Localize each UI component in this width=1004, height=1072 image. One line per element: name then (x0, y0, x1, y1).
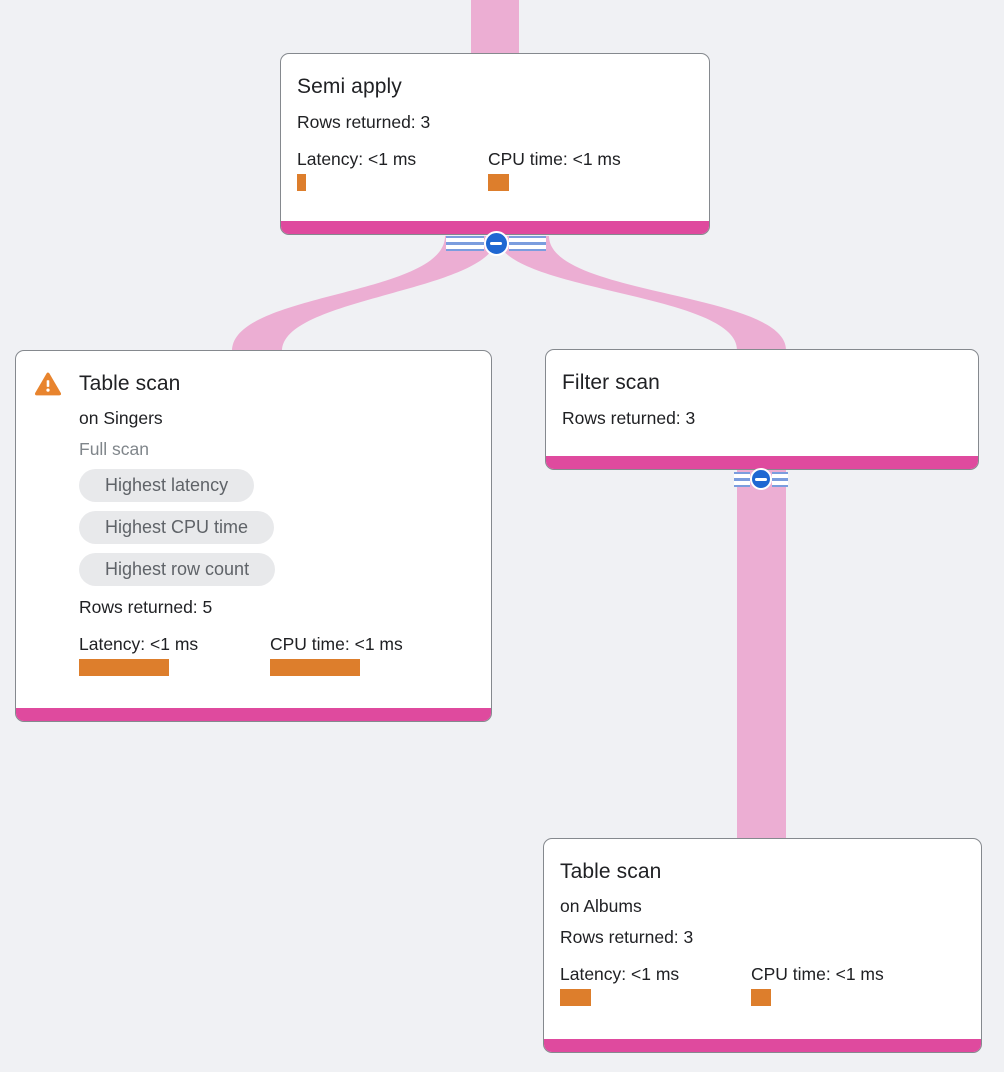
plan-node-table-scan-singers[interactable]: Table scan on Singers Full scan Highest … (15, 350, 492, 722)
node-title: Filter scan (562, 371, 660, 394)
warning-icon (35, 372, 61, 396)
collapse-semi-apply-button[interactable] (446, 230, 546, 256)
node-accent-bar (281, 221, 709, 234)
cpu-time-bar (270, 659, 360, 676)
badge-highest-latency: Highest latency (79, 469, 255, 502)
cpu-time-bar (488, 174, 509, 191)
collapse-handle-stripe (446, 235, 484, 251)
cpu-time-bar (751, 989, 771, 1006)
latency-bar (297, 174, 306, 191)
rows-returned: Rows returned: 3 (562, 408, 696, 428)
latency-label: Latency: <1 ms (297, 149, 417, 169)
plan-node-filter-scan[interactable]: Filter scan Rows returned: 3 (545, 349, 979, 470)
cpu-time-label: CPU time: <1 ms (751, 964, 884, 984)
collapse-handle-stripe (772, 471, 788, 487)
badge-highest-row-count: Highest row count (79, 553, 276, 586)
edge-filter-scan-to-table-scan-albums (737, 470, 786, 839)
plan-node-semi-apply[interactable]: Semi apply Rows returned: 3 Latency: <1 … (280, 53, 710, 235)
node-accent-bar (544, 1039, 981, 1052)
plan-node-table-scan-albums[interactable]: Table scan on Albums Rows returned: 3 La… (543, 838, 982, 1053)
collapse-filter-scan-button[interactable] (734, 466, 788, 492)
latency-label: Latency: <1 ms (79, 634, 199, 654)
node-title: Table scan (79, 372, 181, 395)
node-title: Semi apply (297, 75, 402, 98)
cpu-time-label: CPU time: <1 ms (270, 634, 403, 654)
latency-bar (79, 659, 169, 676)
rows-returned: Rows returned: 5 (79, 597, 213, 617)
scan-target: on Singers (79, 408, 163, 428)
node-accent-bar (16, 708, 491, 721)
edge-semi-apply-to-table-scan-singers (232, 236, 497, 351)
edge-parent-to-semi-apply (471, 0, 519, 56)
edge-semi-apply-to-filter-scan (497, 236, 786, 350)
cpu-time-label: CPU time: <1 ms (488, 149, 621, 169)
badge-list: Highest latency Highest CPU time Highest… (79, 469, 475, 586)
collapse-handle-stripe (508, 235, 546, 251)
rows-returned: Rows returned: 3 (297, 112, 431, 132)
scan-type: Full scan (79, 439, 150, 459)
collapse-minus-icon (750, 468, 772, 490)
latency-label: Latency: <1 ms (560, 964, 680, 984)
node-accent-bar (546, 456, 978, 469)
latency-bar (560, 989, 591, 1006)
collapse-handle-stripe (734, 471, 750, 487)
scan-target: on Albums (560, 896, 642, 916)
badge-highest-cpu-time: Highest CPU time (79, 511, 275, 544)
rows-returned: Rows returned: 3 (560, 927, 694, 947)
node-title: Table scan (560, 860, 662, 883)
collapse-minus-icon (483, 230, 509, 256)
